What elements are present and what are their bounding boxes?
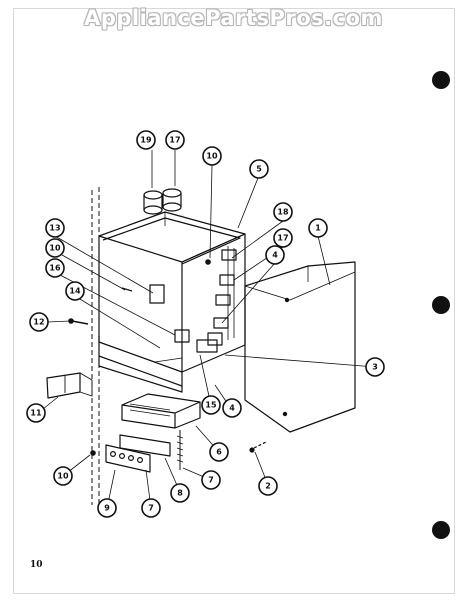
callout-4b-label: 4	[229, 404, 235, 413]
callout-5-bubble	[249, 159, 269, 179]
callout-3-bubble	[365, 357, 385, 377]
plate-knob-3	[128, 455, 135, 462]
side-access-panel-edge	[244, 266, 356, 301]
side-access-panel	[244, 261, 356, 433]
binder-hole-bottom	[432, 521, 450, 539]
side-wiring	[227, 246, 235, 340]
capacitor-19-base	[143, 205, 163, 215]
callout-10a-bubble	[202, 146, 222, 166]
side-component-d	[213, 317, 229, 329]
callout-19-bubble	[136, 130, 156, 150]
cabinet-base	[98, 341, 183, 363]
callout-6-label: 6	[216, 448, 222, 457]
page-number: 10	[30, 560, 43, 570]
cabinet-front	[98, 236, 183, 373]
relay-box-6-top	[121, 401, 201, 428]
control-switch-13	[149, 284, 165, 304]
callout-9-label: 9	[104, 504, 110, 513]
capacitor-17-top	[162, 188, 182, 198]
callout-17a-label: 17	[169, 136, 180, 145]
side-component-c	[215, 294, 231, 306]
callout-2-label: 2	[265, 482, 271, 491]
callout-14-label: 14	[69, 287, 81, 296]
callout-18-bubble	[273, 202, 293, 222]
callout-19-label: 19	[140, 136, 152, 145]
screw-7-threads	[176, 435, 184, 463]
screw-12	[71, 320, 89, 325]
callout-17b-bubble	[273, 228, 293, 248]
callout-8-label: 8	[177, 489, 183, 498]
watermark: AppliancePartsPros.com	[84, 6, 383, 30]
callout-15-bubble	[201, 395, 221, 415]
screw-2	[253, 441, 267, 449]
callout-4a-label: 4	[272, 251, 278, 260]
callout-7a-bubble	[201, 470, 221, 490]
callout-17b-label: 17	[277, 234, 288, 243]
callout-1-label: 1	[315, 224, 321, 233]
binder-hole-top	[432, 71, 450, 89]
callout-3-label: 3	[372, 363, 378, 372]
callout-17a-bubble	[165, 130, 185, 150]
control-switch-15	[196, 339, 218, 353]
plate-knob-1	[109, 451, 116, 458]
callout-4b-bubble	[222, 398, 242, 418]
capacitor-19-body	[143, 195, 163, 210]
mounting-dashed-line	[91, 187, 100, 505]
relay-box-6-inner	[129, 403, 171, 417]
callout-10c-label: 10	[57, 472, 69, 481]
callout-4a-bubble	[265, 245, 285, 265]
callout-13-label: 13	[49, 224, 60, 233]
lower-tray	[98, 356, 183, 393]
fastener-10	[121, 287, 133, 292]
callout-5-label: 5	[256, 165, 262, 174]
callout-2-bubble	[258, 476, 278, 496]
cabinet-front-lower-panel	[98, 336, 183, 387]
page-border	[13, 8, 455, 594]
control-switch-16	[174, 329, 190, 343]
capacitor-17-base	[162, 202, 182, 212]
bracket-11	[46, 372, 81, 399]
callout-7b-bubble	[141, 498, 161, 518]
control-plate-8	[119, 434, 171, 457]
relay-box-6	[121, 393, 201, 429]
callout-18-label: 18	[277, 208, 289, 217]
callout-16-label: 16	[49, 264, 61, 273]
switch-plate-9	[105, 444, 151, 473]
callout-8-bubble	[170, 483, 190, 503]
callout-15-label: 15	[205, 401, 217, 410]
capacitor-17-body	[162, 193, 182, 207]
callout-11-bubble	[26, 403, 46, 423]
callout-10a-label: 10	[206, 152, 218, 161]
callout-1-bubble	[308, 218, 328, 238]
cabinet-top-rim	[102, 217, 241, 265]
callout-13-bubble	[45, 218, 65, 238]
callout-7b-label: 7	[148, 504, 154, 513]
callout-11-label: 11	[30, 409, 42, 418]
callout-7a-label: 7	[208, 476, 214, 485]
capacitor-19-top	[143, 190, 163, 200]
terminal-block	[207, 332, 223, 346]
callout-10b-bubble	[45, 238, 65, 258]
callout-10c-bubble	[53, 466, 73, 486]
plate-knob-4	[137, 457, 144, 464]
binder-hole-middle	[432, 296, 450, 314]
callout-9-bubble	[97, 498, 117, 518]
callout-14-bubble	[65, 281, 85, 301]
bracket-11-lip	[64, 372, 93, 397]
callout-12-bubble	[29, 312, 49, 332]
callout-16-bubble	[45, 258, 65, 278]
plate-knob-2	[118, 453, 125, 460]
callout-10b-label: 10	[49, 244, 61, 253]
callout-12-label: 12	[33, 318, 44, 327]
callout-6-bubble	[209, 442, 229, 462]
side-component-b	[219, 274, 235, 286]
